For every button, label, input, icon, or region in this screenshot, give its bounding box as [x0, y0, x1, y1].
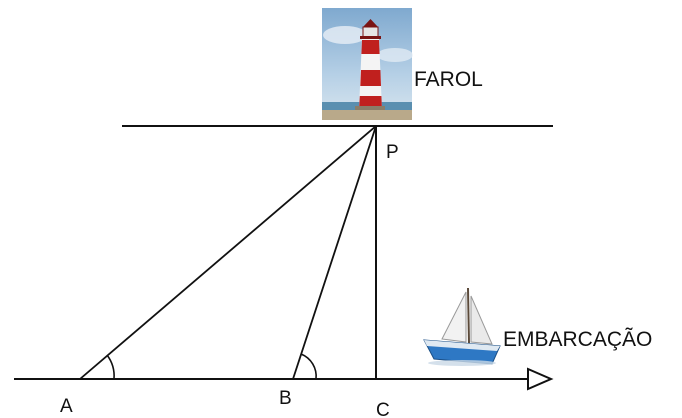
point-c-label: C: [376, 400, 390, 418]
angle-arc-b: [300, 353, 317, 380]
angle-arc-a: [106, 354, 115, 380]
point-b-label: B: [279, 388, 292, 409]
embarcacao-label: EMBARCAÇÃO: [503, 327, 652, 351]
point-p-label: P: [386, 142, 399, 163]
sailboat-icon: [423, 287, 501, 366]
point-a-label: A: [60, 396, 73, 417]
lighthouse-icon: [322, 8, 413, 120]
farol-label: FAROL: [414, 68, 483, 91]
line-bp: [292, 125, 377, 380]
ground-arrow-head: [527, 367, 554, 391]
line-ap: [79, 125, 377, 380]
